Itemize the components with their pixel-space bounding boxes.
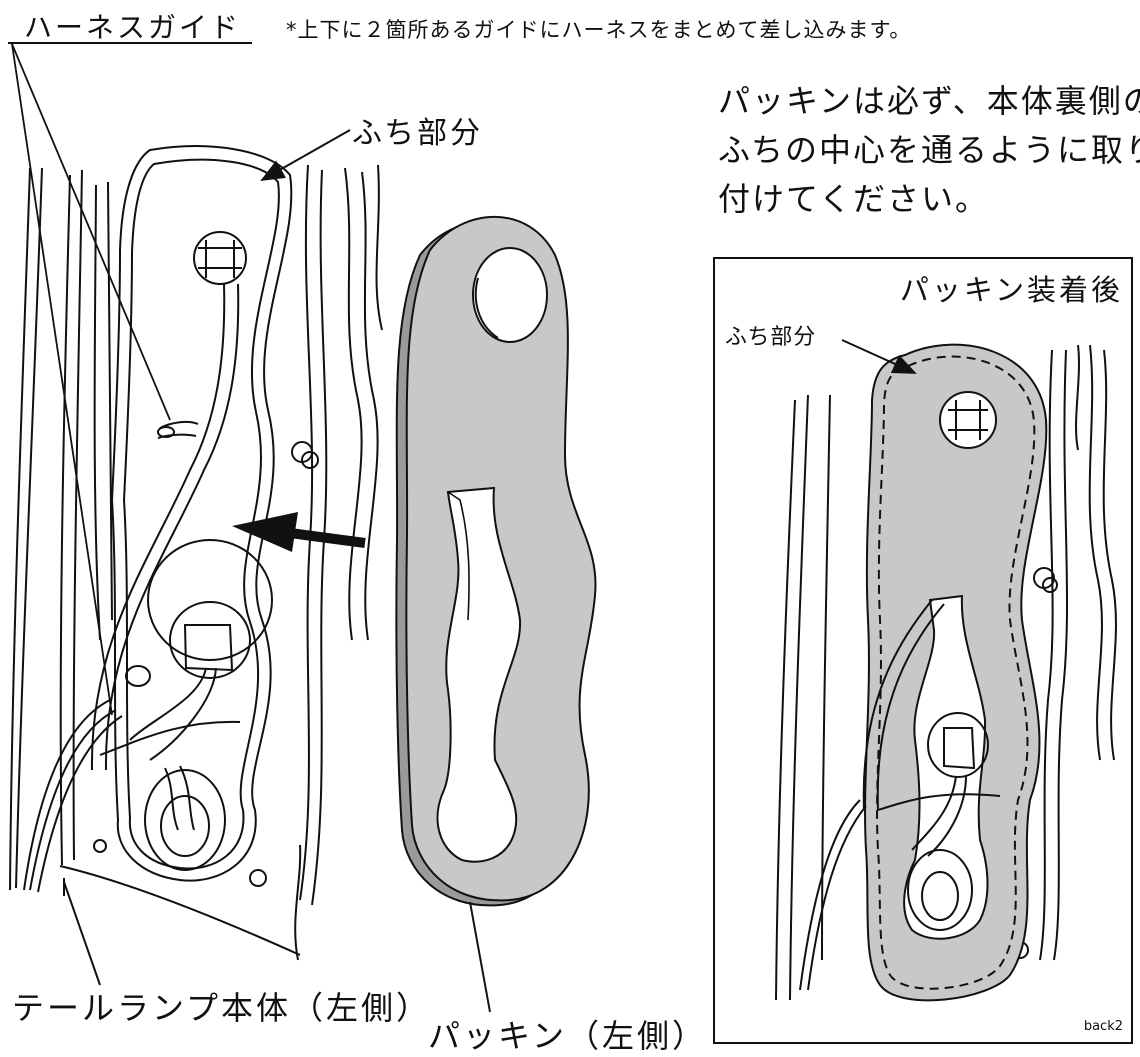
instruction-text: パッキンは必ず、本体裏側の ふちの中心を通るように取り 付けてください。 (718, 77, 1140, 224)
harness-guide-note: *上下に２箇所あるガイドにハーネスをまとめて差し込みます。 (286, 18, 912, 42)
packing-leader (469, 901, 491, 1013)
reference-code: back2 (1083, 1019, 1123, 1034)
harness-guide-label: ハーネスガイド (24, 11, 242, 44)
instruction-line-3: 付けてください。 (718, 180, 990, 218)
detail-rim-part-label: ふち部分 (725, 325, 817, 350)
after-install-detail-box: パッキン装着後 ふち部分 back2 (713, 257, 1133, 1044)
instruction-line-2: ふちの中心を通るように取り (718, 131, 1140, 169)
packing-label: パッキン（左側） (428, 1017, 708, 1055)
tail-lamp-body (9, 145, 383, 961)
harness-guide-underline (8, 42, 252, 44)
detail-rim-leader (841, 339, 917, 374)
instruction-line-1: パッキンは必ず、本体裏側の (718, 82, 1140, 120)
tail-lamp-body-label: テールランプ本体（左側） (12, 989, 432, 1027)
detail-drawing (775, 344, 1117, 1001)
lamp-body-leader (63, 881, 101, 986)
packing-gasket (395, 215, 597, 907)
after-install-title: パッキン装着後 (899, 273, 1123, 307)
detail-wiring (799, 599, 1001, 991)
rim-part-label: ふち部分 (352, 116, 484, 151)
install-direction-arrow (232, 512, 366, 552)
harness-guide-leaders (11, 43, 171, 716)
rim-leader-arrow (260, 129, 351, 181)
installed-packing (864, 343, 1048, 1002)
